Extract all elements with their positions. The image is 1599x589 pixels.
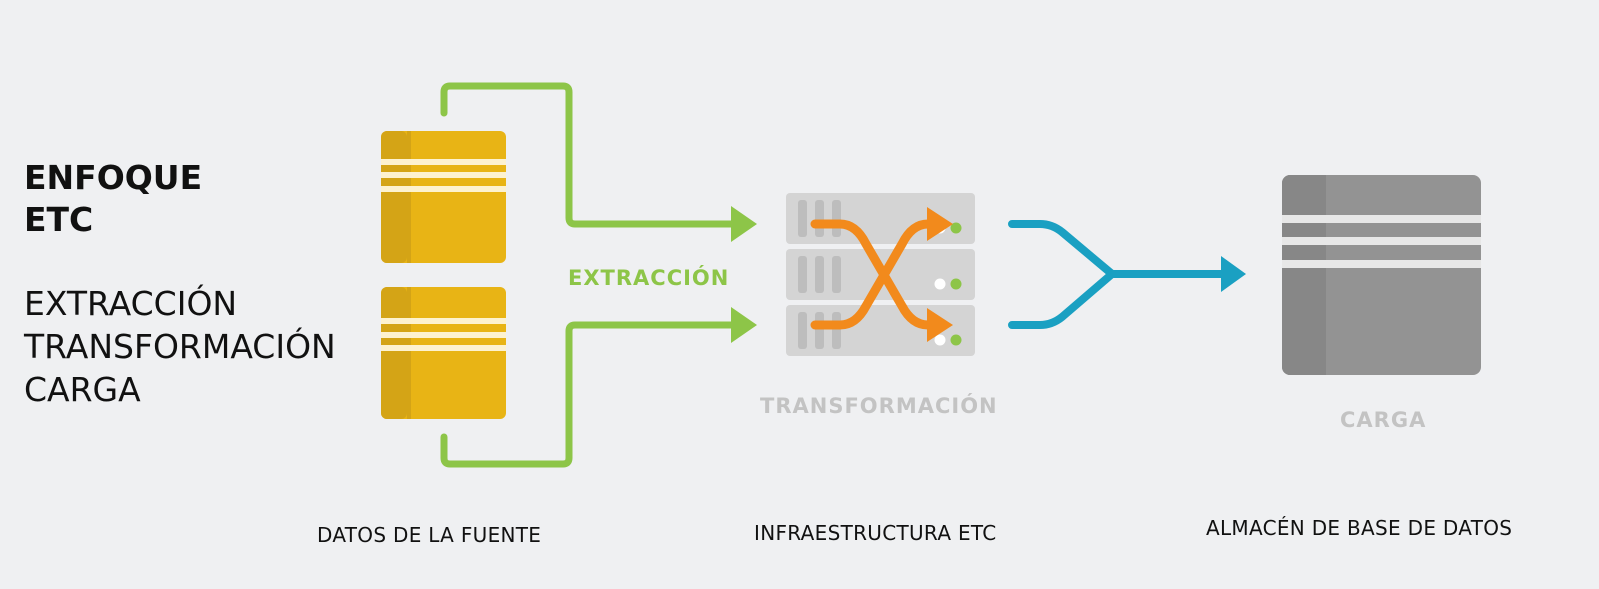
extraction-arrowhead-top-icon <box>731 206 757 242</box>
stage-label-transform: TRANSFORMACIÓN <box>760 394 998 418</box>
stage-label-extract: EXTRACCIÓN <box>568 266 730 290</box>
caption-infrastructure: INFRAESTRUCTURA ETC <box>754 521 997 545</box>
extraction-arrowhead-bottom-icon <box>731 307 757 343</box>
stage-label-load: CARGA <box>1340 408 1427 432</box>
data-warehouse-icon <box>1282 175 1481 375</box>
extraction-arrows <box>440 82 741 468</box>
caption-warehouse: ALMACÉN DE BASE DE DATOS <box>1206 516 1513 540</box>
transformation-arrows <box>810 219 939 330</box>
step-item-transform: TRANSFORMACIÓN <box>24 327 336 366</box>
title-line-1: ENFOQUE <box>24 158 203 197</box>
step-item-load: CARGA <box>24 370 141 409</box>
source-database-bottom-icon <box>381 287 506 419</box>
load-arrowhead-icon <box>1221 256 1246 292</box>
step-item-extract: EXTRACCIÓN <box>24 284 238 323</box>
step-list: EXTRACCIÓN TRANSFORMACIÓN CARGA <box>24 282 336 411</box>
diagram-title: ENFOQUE ETC <box>24 157 202 241</box>
transformation-arrowhead-bottom-icon <box>927 308 953 342</box>
transformation-arrowhead-top-icon <box>927 207 953 241</box>
caption-source-data: DATOS DE LA FUENTE <box>317 523 542 547</box>
source-database-top-icon <box>381 131 506 263</box>
load-arrows <box>1008 220 1234 329</box>
title-line-2: ETC <box>24 200 94 239</box>
